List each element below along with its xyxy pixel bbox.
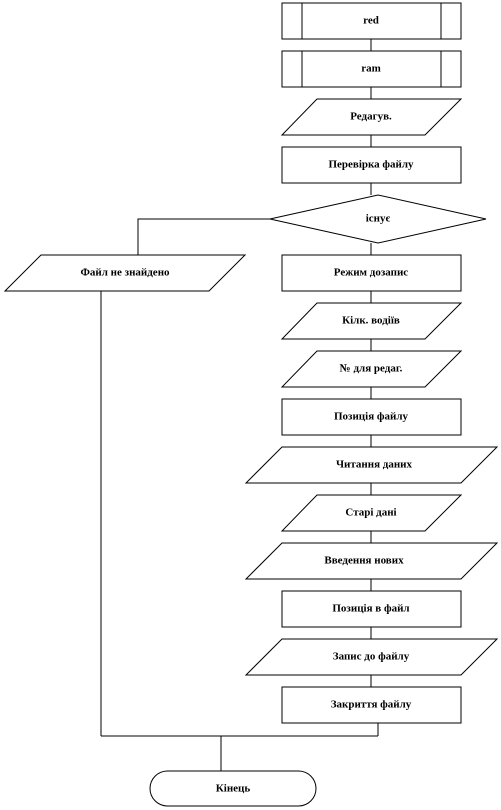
node-ram: ram xyxy=(281,50,462,88)
node-vvedennia-novykh-label: Введення нових xyxy=(324,555,404,567)
node-stari-dani-label: Старі дані xyxy=(345,507,396,519)
node-zakryttia-failu-label: Закриття файлу xyxy=(331,699,412,711)
node-ram-label: ram xyxy=(361,63,381,75)
node-rezhym-label: Режим дозапис xyxy=(334,267,409,279)
node-kilk-vodiiv-label: Кілк. водіїв xyxy=(342,315,400,327)
node-redagug-label: Редагув. xyxy=(350,111,392,123)
node-ne-znaideno-label: Файл не знайдено xyxy=(80,267,170,279)
node-redagug: Редагув. xyxy=(280,98,463,136)
node-vvedennia-novykh: Введення нових xyxy=(244,542,499,580)
node-pozytsiia-v-fail: Позиція в файл xyxy=(281,590,462,628)
node-ne-znaideno: Файл не знайдено xyxy=(3,254,247,292)
node-kinets: Кінець xyxy=(149,770,317,807)
node-pozytsiia-failu: Позиція файлу xyxy=(281,398,462,436)
node-isnue: існує xyxy=(269,194,487,244)
node-zapys-do-failu-label: Запис до файлу xyxy=(333,651,410,663)
node-zakryttia-failu: Закриття файлу xyxy=(281,686,462,724)
node-red-label: red xyxy=(363,15,379,27)
node-pozytsiia-v-fail-label: Позиція в файл xyxy=(332,603,409,615)
node-chytannia-danykh-label: Читання даних xyxy=(336,459,413,471)
node-zapys-do-failu: Запис до файлу xyxy=(244,638,499,676)
node-kilk-vodiiv: Кілк. водіїв xyxy=(280,302,463,340)
node-red: red xyxy=(281,2,462,40)
node-nomer-dlia-redag: № для редаг. xyxy=(280,350,463,388)
node-kinets-label: Кінець xyxy=(216,783,251,795)
node-perevirka-label: Перевірка файлу xyxy=(328,159,414,171)
connector-isnue-ne-znaideno xyxy=(137,218,270,255)
node-perevirka: Перевірка файлу xyxy=(281,146,462,184)
node-nomer-dlia-redag-label: № для редаг. xyxy=(340,363,403,375)
node-rezhym: Режим дозапис xyxy=(281,254,462,292)
node-chytannia-danykh: Читання даних xyxy=(244,446,499,484)
node-stari-dani: Старі дані xyxy=(280,494,463,532)
connectors xyxy=(100,39,379,771)
node-isnue-label: існує xyxy=(366,213,391,225)
node-pozytsiia-failu-label: Позиція файлу xyxy=(334,411,409,423)
